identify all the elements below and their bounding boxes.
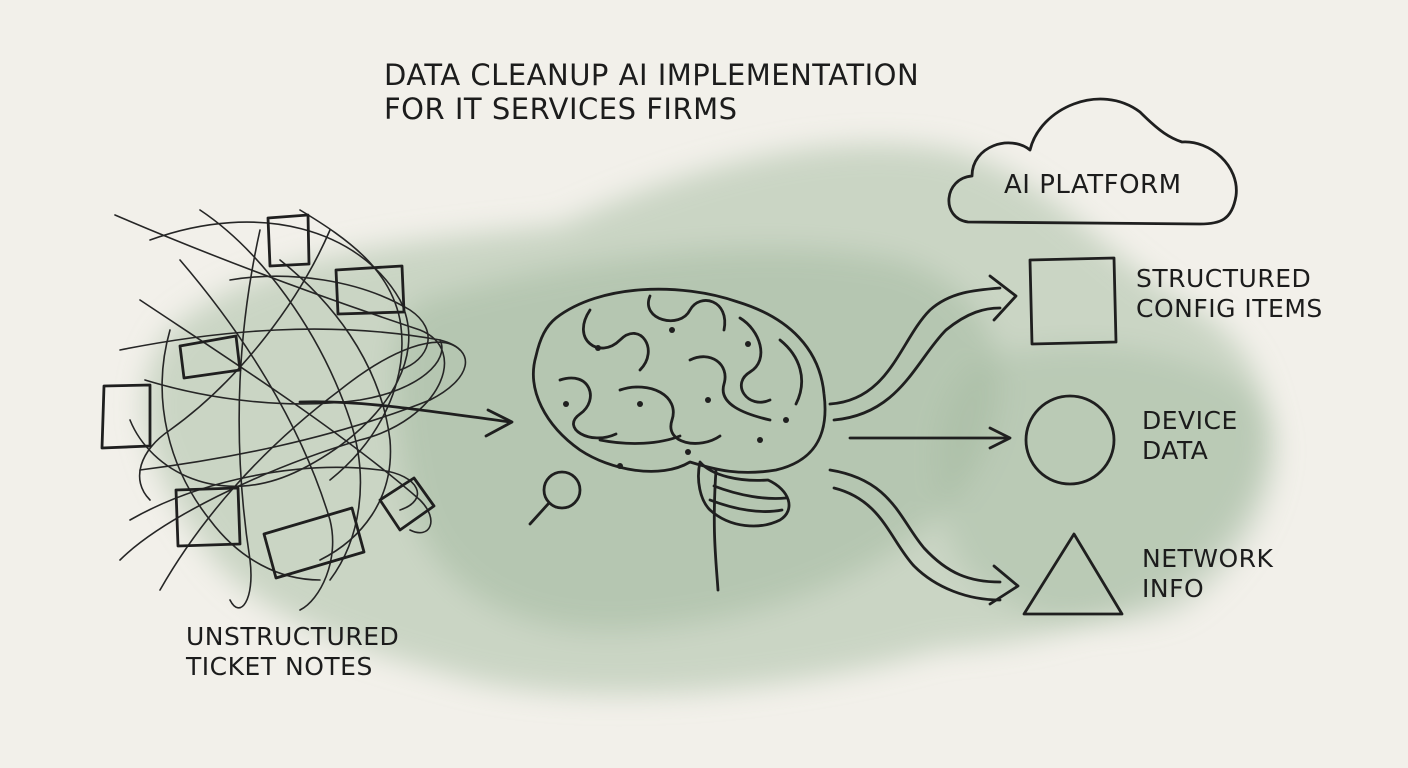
cloud-icon <box>947 97 1238 226</box>
note-box <box>178 334 242 380</box>
square-icon <box>1028 256 1118 346</box>
unstructured-ticket-notes-label: UNSTRUCTURED TICKET NOTES <box>186 622 400 681</box>
structured-config-items-label: STRUCTURED CONFIG ITEMS <box>1136 264 1323 323</box>
input-arrow <box>298 400 514 438</box>
watercolor-wash <box>144 143 1276 695</box>
diagram-title: DATA CLEANUP AI IMPLEMENTATION FOR IT SE… <box>384 58 920 127</box>
circle-icon <box>1024 394 1116 486</box>
note-box <box>100 383 152 450</box>
ai-platform-label: AI PLATFORM <box>1004 170 1182 200</box>
note-box <box>334 264 406 316</box>
note-box <box>266 213 311 268</box>
device-data-label: DEVICE DATA <box>1142 406 1238 465</box>
note-box <box>262 506 366 580</box>
ticket-note-boxes <box>100 213 436 580</box>
note-box <box>378 476 436 532</box>
triangle-icon <box>1022 532 1124 616</box>
arrow-to-config-items <box>828 286 1002 406</box>
output-arrows <box>828 274 1020 606</box>
brain-speckles <box>563 327 789 469</box>
note-box <box>174 486 242 548</box>
network-info-label: NETWORK INFO <box>1142 544 1274 603</box>
arrow-to-network-info <box>828 468 1002 584</box>
magnifying-glass-icon <box>528 470 582 526</box>
brain-icon <box>532 287 827 592</box>
output-shapes <box>1022 256 1124 616</box>
